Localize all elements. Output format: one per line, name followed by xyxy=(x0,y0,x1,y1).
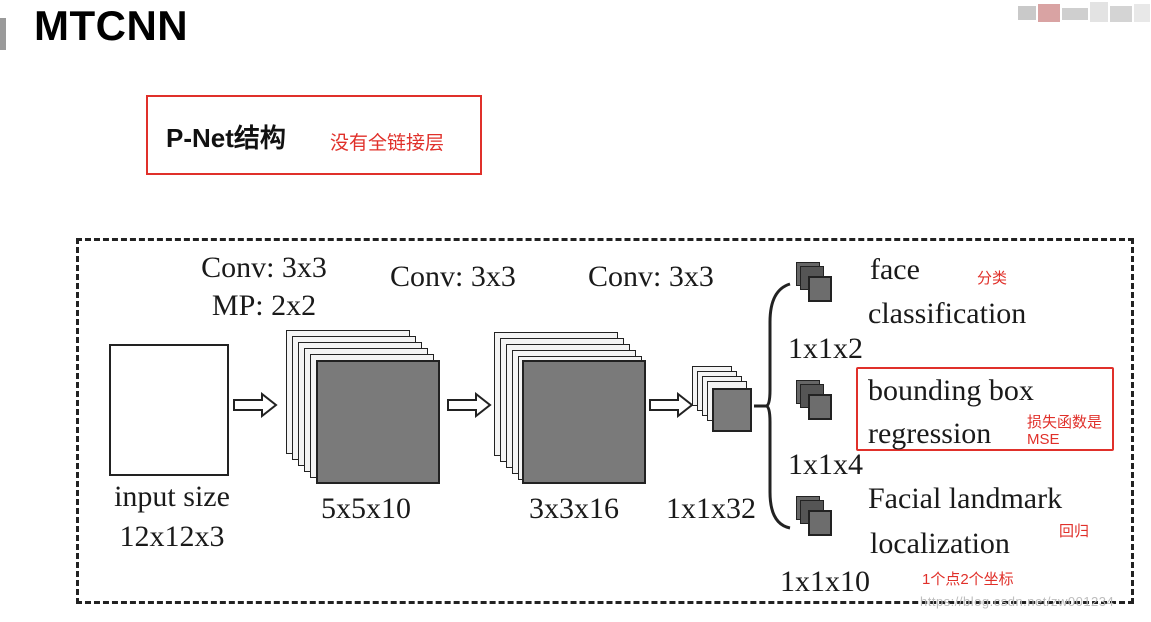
note-two-coordinates: 1个点2个坐标 xyxy=(922,571,1014,588)
blurred-logo xyxy=(1018,0,1151,26)
feature-map-5x5x10 xyxy=(286,330,446,490)
page-title: MTCNN xyxy=(34,2,189,49)
diagram-frame xyxy=(76,238,1134,604)
output-map-bbox xyxy=(796,380,840,422)
input-image-square xyxy=(109,344,229,476)
input-size-label: input size xyxy=(114,480,230,513)
layer2-size-label: 3x3x16 xyxy=(529,492,619,525)
output-face-size: 1x1x2 xyxy=(788,332,863,365)
note-classification: 分类 xyxy=(977,270,1008,287)
stage1-conv-label: Conv: 3x3 xyxy=(201,251,327,284)
output-landmark-label-1: Facial landmark xyxy=(868,482,1063,515)
pnet-annotation-box xyxy=(146,95,482,175)
pnet-note: 没有全链接层 xyxy=(330,133,445,154)
watermark-text: https://blog.csdn.net/zw001234 xyxy=(920,594,1115,609)
branch-bracket xyxy=(754,282,791,530)
output-landmark-label-2: localization xyxy=(870,527,1010,560)
arrow-icon xyxy=(233,392,278,418)
output-face-label-2: classification xyxy=(868,297,1027,330)
pnet-title: P-Net结构 xyxy=(166,123,286,153)
output-face-label-1: face xyxy=(870,253,920,286)
note-loss-line2: MSE xyxy=(1027,431,1060,448)
note-loss-line1: 损失函数是 xyxy=(1027,414,1103,431)
note-regression: 回归 xyxy=(1059,523,1090,540)
output-bbox-size: 1x1x4 xyxy=(788,448,863,481)
output-map-landmark xyxy=(796,496,840,538)
left-edge-bar xyxy=(0,18,6,50)
arrow-icon xyxy=(447,392,492,418)
output-map-face xyxy=(796,262,840,304)
layer1-size-label: 5x5x10 xyxy=(321,492,411,525)
input-dims-label: 12x12x3 xyxy=(119,520,225,553)
stage3-conv-label: Conv: 3x3 xyxy=(588,260,714,293)
arrow-icon xyxy=(649,392,694,418)
output-landmark-size: 1x1x10 xyxy=(780,565,870,598)
bbox-highlight-box xyxy=(856,367,1114,451)
stage1-mp-label: MP: 2x2 xyxy=(211,289,317,322)
feature-map-1x1x32 xyxy=(692,366,762,442)
stage2-conv-label: Conv: 3x3 xyxy=(390,260,516,293)
feature-map-3x3x16 xyxy=(494,332,654,492)
layer3-size-label: 1x1x32 xyxy=(666,492,756,525)
output-bbox-label-1: bounding box xyxy=(868,374,1034,407)
output-bbox-label-2: regression xyxy=(868,417,992,450)
